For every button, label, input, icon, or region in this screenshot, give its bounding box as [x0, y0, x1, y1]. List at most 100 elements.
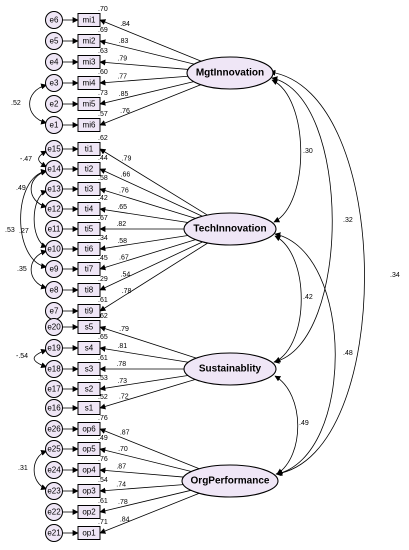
error-term: e21: [45, 524, 63, 542]
error-covariance: [38, 150, 48, 168]
r-squared-label: .34: [98, 235, 108, 242]
indicator: mi6: [77, 118, 101, 132]
error-circle: [45, 482, 63, 500]
error-circle: [45, 360, 63, 378]
error-term: e2: [45, 95, 63, 113]
latent-ellipse: [183, 352, 277, 386]
indicator-box: [77, 202, 101, 216]
r-squared-label: .42: [98, 195, 108, 202]
indicator: mi2: [77, 34, 101, 48]
indicator: mi3: [77, 55, 101, 69]
indicator-box: [77, 382, 101, 396]
indicator-label: mi5: [83, 100, 96, 109]
indicator: ti6: [77, 242, 101, 256]
latent-factor: TechInnovation: [183, 212, 277, 246]
indicator-label: ti7: [85, 265, 94, 274]
error-covariance-label: -.47: [20, 156, 32, 163]
indicator-box: [77, 463, 101, 477]
error-term: e12: [45, 200, 63, 218]
indicator-box: [77, 222, 101, 236]
indicator-label: mi3: [83, 58, 96, 67]
loading-label: .77: [117, 74, 127, 81]
error-term: e4: [45, 53, 63, 71]
error-circle: [45, 140, 63, 158]
error-term: e7: [45, 302, 63, 320]
error-covariance-label: -.54: [16, 353, 28, 360]
indicator: ti8: [77, 283, 101, 297]
error-covariance-label: .35: [17, 266, 27, 273]
error-circle: [45, 420, 63, 438]
error-label: e20: [47, 323, 61, 332]
loading-path: [99, 84, 201, 126]
r-squared-label: .73: [98, 90, 108, 97]
latent-factor: OrgPerformance: [181, 464, 279, 498]
r-squared-label: .45: [98, 255, 108, 262]
loading-label: .76: [119, 187, 129, 194]
loading-path: [99, 148, 208, 216]
loading-path: [99, 242, 209, 312]
indicator: s2: [77, 382, 101, 396]
error-label: e6: [50, 16, 59, 25]
loading-label: .74: [116, 482, 126, 489]
error-label: e7: [50, 307, 59, 316]
indicator: s4: [77, 341, 101, 355]
loading-label: .58: [117, 238, 127, 245]
indicator-box: [77, 262, 101, 276]
error-label: e23: [47, 487, 61, 496]
loading-label: .72: [119, 394, 129, 401]
latent-label: OrgPerformance: [191, 476, 270, 487]
factor-covariance: [269, 69, 365, 477]
error-circle: [45, 380, 63, 398]
loading-path: [99, 187, 196, 219]
loading-label: .67: [119, 255, 129, 262]
error-circle: [45, 74, 63, 92]
error-term: e13: [45, 180, 63, 198]
indicator: ti4: [77, 202, 101, 216]
loading-label: .87: [120, 430, 130, 437]
error-term: e22: [45, 503, 63, 521]
error-label: e2: [50, 100, 59, 109]
error-term: e8: [45, 281, 63, 299]
indicator-box: [77, 505, 101, 519]
latent-ellipse: [181, 464, 279, 498]
loading-path: [99, 447, 192, 472]
r-squared-label: .53: [98, 375, 108, 382]
indicator: s1: [77, 401, 101, 415]
loading-path: [99, 59, 189, 70]
loading-path: [99, 489, 192, 514]
indicator-label: ti8: [85, 286, 94, 295]
r-squared-label: .58: [98, 175, 108, 182]
latent-factor: MgtInnovation: [186, 56, 274, 90]
error-circle: [45, 399, 63, 417]
indicator-box: [77, 13, 101, 27]
error-label: e4: [50, 58, 59, 67]
indicator-box: [77, 118, 101, 132]
indicator-box: [77, 362, 101, 376]
indicator: op2: [77, 505, 101, 519]
indicator-label: mi1: [83, 16, 96, 25]
error-circle: [45, 461, 63, 479]
error-circle: [45, 116, 63, 134]
error-circle: [45, 200, 63, 218]
r-squared-label: .76: [98, 415, 108, 422]
loading-path: [99, 379, 196, 410]
loading-label: .83: [119, 38, 129, 45]
indicator: ti2: [77, 162, 101, 176]
r-squared-label: .54: [98, 477, 108, 484]
loading-label: .76: [120, 108, 130, 115]
loading-label: .66: [121, 171, 131, 178]
r-squared-label: .62: [98, 313, 108, 320]
indicator: mi4: [77, 76, 101, 90]
error-circle: [45, 240, 63, 258]
indicator-box: [77, 162, 101, 176]
latent-label: TechInnovation: [193, 224, 266, 235]
factor-covariance: [271, 79, 302, 223]
indicator-label: op5: [82, 445, 96, 454]
indicator: s5: [77, 320, 101, 334]
loading-path: [99, 345, 189, 363]
indicator-box: [77, 142, 101, 156]
error-label: e17: [47, 385, 61, 394]
error-term: e9: [45, 260, 63, 278]
loading-label: .78: [118, 499, 128, 506]
latent-ellipse: [183, 212, 277, 246]
